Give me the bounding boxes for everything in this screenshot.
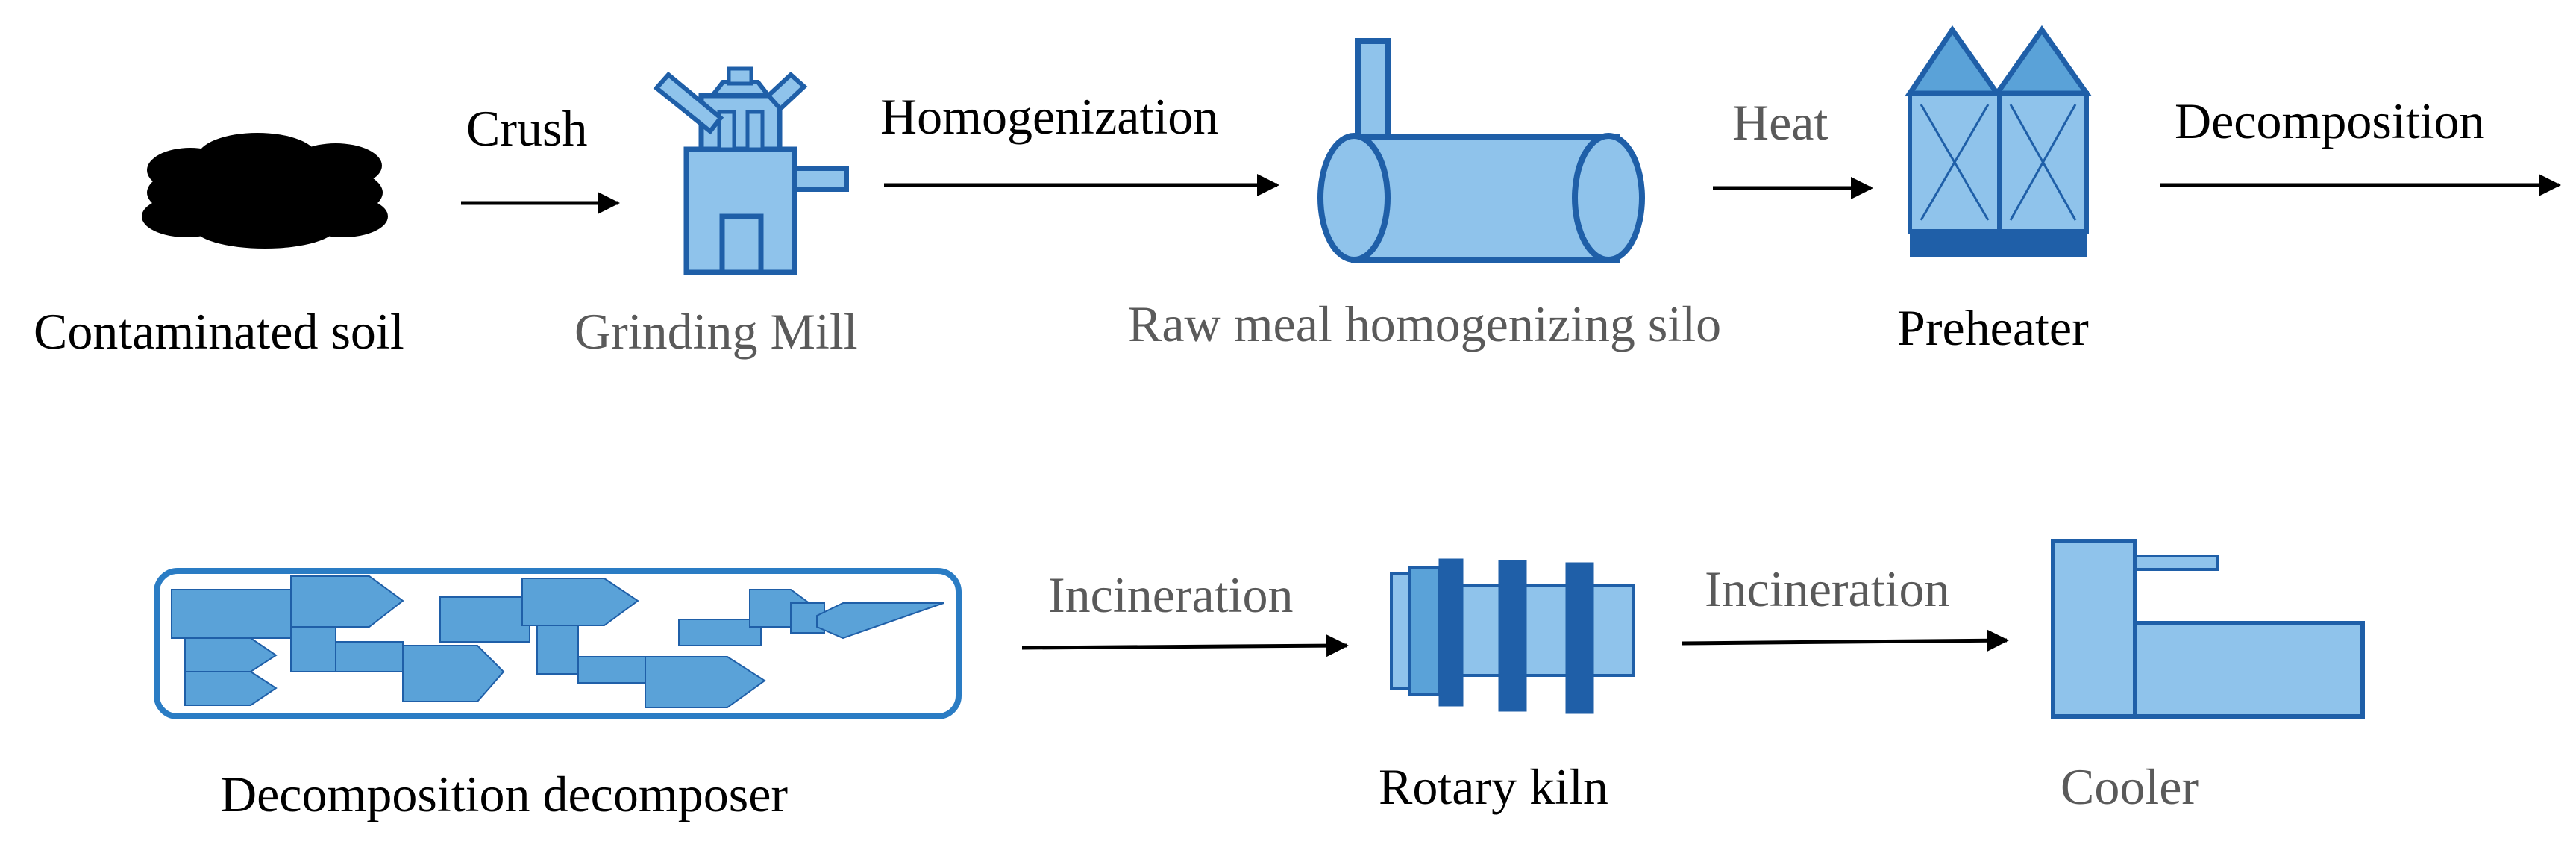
node-label-contaminated-soil: Contaminated soil: [34, 303, 404, 360]
decomposer-icon: [154, 568, 962, 719]
grinding-mill-icon: [653, 66, 849, 275]
rotary-kiln-icon: [1390, 558, 1635, 714]
edge-label-crush: Crush: [466, 100, 588, 157]
node-label-grinding-mill: Grinding Mill: [574, 303, 858, 360]
cooler-icon: [2051, 539, 2365, 719]
node-label-decomposer: Decomposition decomposer: [220, 766, 789, 822]
edge-label-decomposition: Decomposition: [2175, 93, 2485, 149]
node-label-cooler: Cooler: [2061, 758, 2199, 815]
edge-label-incineration-1: Incineration: [1048, 566, 1294, 623]
homogenizing-silo-icon: [1317, 38, 1645, 263]
node-label-homogenizing-silo: Raw meal homogenizing silo: [1128, 296, 1722, 352]
edge-label-incineration-2: Incineration: [1705, 560, 1950, 617]
arrow-incineration-2: [1682, 629, 2009, 652]
contaminated-soil-icon: [142, 133, 388, 249]
edge-label-homogenization: Homogenization: [880, 88, 1219, 145]
edge-label-heat: Heat: [1732, 94, 1828, 151]
node-label-preheater: Preheater: [1897, 299, 2089, 356]
node-label-rotary-kiln: Rotary kiln: [1379, 758, 1608, 815]
preheater-icon: [1905, 25, 2092, 257]
arrow-incineration-1: [1021, 634, 1349, 657]
